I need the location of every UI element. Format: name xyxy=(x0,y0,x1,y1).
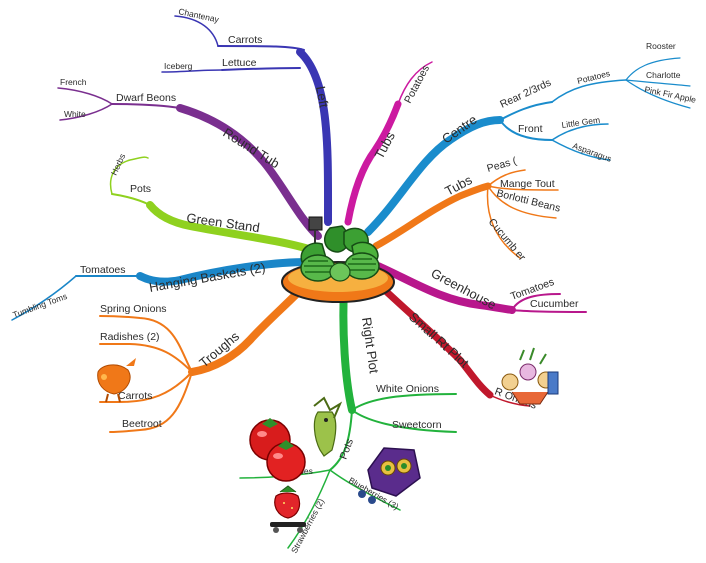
branch-greenhouse[interactable] xyxy=(374,262,587,314)
label-lettuce: Lettuce xyxy=(222,57,257,69)
label-beetroot: Beetroot xyxy=(122,418,162,430)
label-small-rt-plot: Small Rt Plot xyxy=(406,309,472,371)
label-right-plot: Right Plot xyxy=(359,316,382,374)
onions-clipart-icon xyxy=(501,347,559,405)
label-rear: Rear 2/3rds xyxy=(498,77,553,111)
blueberries-clipart-icon xyxy=(358,447,421,504)
label-mange-tout: Mange Tout xyxy=(500,178,555,190)
label-rooster: Rooster xyxy=(646,41,676,51)
label-cucumber-greenhouse: Cucumber xyxy=(530,298,579,310)
tomatoes-clipart-icon xyxy=(249,418,306,482)
label-carrots-left: Carrots xyxy=(228,34,262,46)
label-white: White xyxy=(64,109,86,119)
label-radishes: Radishes (2) xyxy=(100,331,160,343)
label-pots-right: Pots xyxy=(338,437,356,461)
central-vegetable-bed-image[interactable] xyxy=(281,216,395,303)
branch-troughs[interactable] xyxy=(99,274,316,433)
branch-round-tub[interactable] xyxy=(57,87,322,240)
branch-green-stand[interactable] xyxy=(109,156,316,254)
label-tomatoes-hanging: Tomatoes xyxy=(80,264,126,276)
label-dwarf-beans: Dwarf Beons xyxy=(116,92,176,104)
label-hanging-baskets: Hanging Baskets (2) xyxy=(148,260,267,295)
label-spring-onions: Spring Onions xyxy=(100,303,167,315)
carrot-clipart-icon xyxy=(97,358,136,403)
label-carrots-troughs: Carrots xyxy=(118,390,152,402)
label-charlotte: Charlotte xyxy=(646,70,681,80)
label-french: French xyxy=(60,77,87,87)
branch-hanging-baskets[interactable] xyxy=(11,258,312,321)
label-tumbling-toms: Tumbling Toms xyxy=(11,291,68,320)
label-front: Front xyxy=(518,123,543,135)
label-left: Left xyxy=(313,85,332,109)
label-sweetcorn: Sweetcorn xyxy=(392,419,442,431)
label-borlotti-beans: Borlotti Beans xyxy=(495,187,561,214)
label-herbs: Herbs xyxy=(109,152,128,177)
strawberry-skateboard-clipart-icon xyxy=(270,485,306,533)
branch-small-rt-plot[interactable] xyxy=(368,274,531,407)
label-white-onions: White Onions xyxy=(376,383,439,395)
plant-character-clipart-icon xyxy=(313,396,343,457)
sign-icon xyxy=(308,216,323,231)
label-potatoes-tubs-top: Potatoes xyxy=(402,63,432,105)
branch-centre[interactable] xyxy=(364,57,691,236)
branch-tubs-right[interactable] xyxy=(372,169,559,259)
label-pots-green: Pots xyxy=(130,183,151,195)
label-iceberg: Iceberg xyxy=(164,61,193,71)
label-asparagus: Asparagus xyxy=(571,140,613,163)
label-round-tub: Round Tub xyxy=(220,125,282,171)
label-cucumber-tubs: Cucumb er xyxy=(486,216,529,263)
branch-left[interactable] xyxy=(161,15,333,226)
label-tubs-top: Tubs xyxy=(371,129,398,162)
branch-tubs-top[interactable] xyxy=(344,61,433,226)
